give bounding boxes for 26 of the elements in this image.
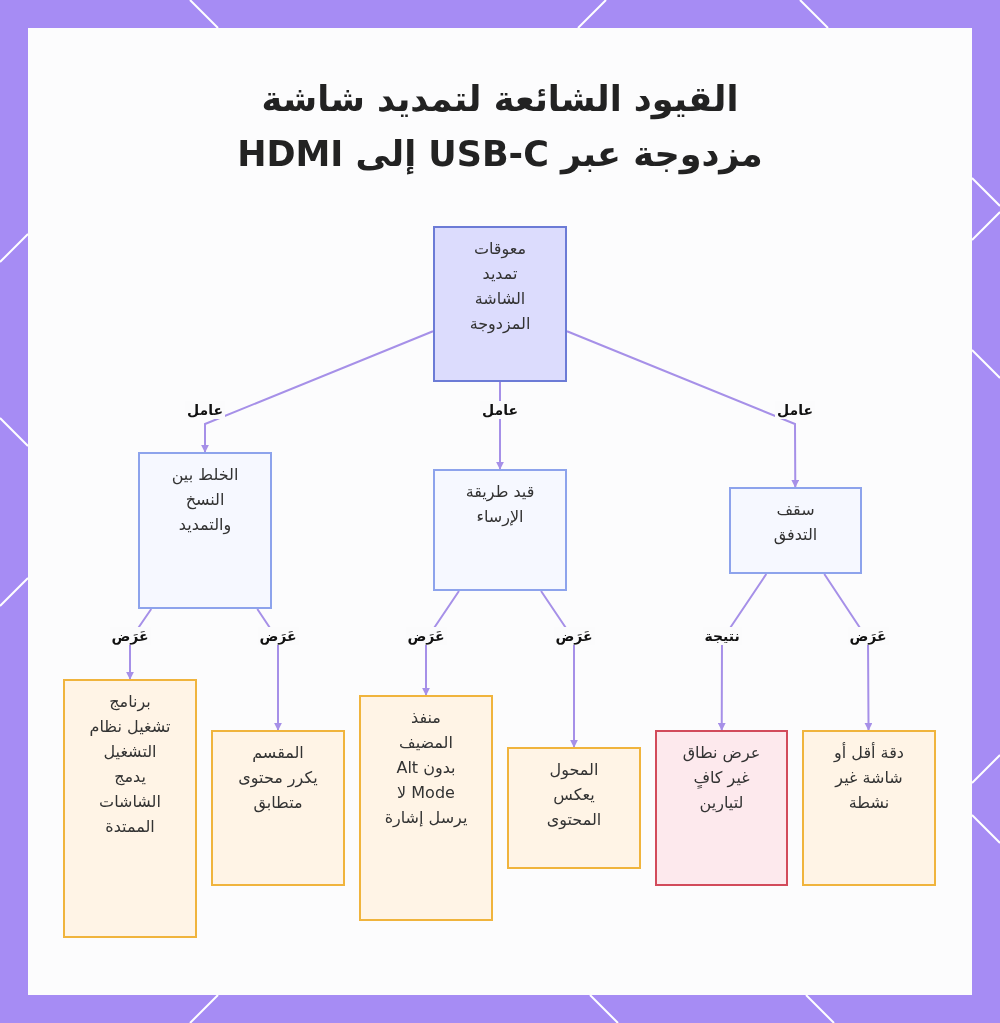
result-box: عرض نطاق غير كافٍ لتيارين [655, 730, 788, 886]
arrow [823, 573, 873, 731]
symptom-box: المقسم يكرر محتوى متطابق [211, 730, 345, 886]
factor-box: قيد طريقة الإرساء [433, 469, 567, 591]
edge-label: عَرَض [405, 627, 447, 645]
root-box: معوقات تمديد الشاشة المزدوجة [433, 226, 567, 382]
arrow [717, 573, 768, 731]
factor-box: الخلط بين النسخ والتمديد [138, 452, 272, 609]
symptom-box: دقة أقل أو شاشة غير نشطة [802, 730, 936, 886]
symptom-box: برنامج تشغيل نظام التشغيل يدمج الشاشات الممتدة [63, 679, 197, 938]
arrow [422, 590, 460, 696]
edge-label: عَرَض [109, 627, 151, 645]
symptom-box: المحول يعكس المحتوى [507, 747, 641, 869]
edge-label: عامل [480, 401, 520, 419]
edge-label: نتيجة [702, 627, 742, 645]
factor-box: سقف التدفق [729, 487, 862, 574]
edge-label: عَرَض [847, 627, 889, 645]
arrow [201, 330, 434, 453]
symptom-box: منفذ المضيف بدون Alt Mode لا يرسل إشارة [359, 695, 493, 921]
edge-label: عَرَض [257, 627, 299, 645]
arrow [566, 330, 800, 488]
edge-label: عَرَض [553, 627, 595, 645]
edge-label: عامل [185, 401, 225, 419]
edge-label: عامل [775, 401, 815, 419]
arrow [540, 590, 578, 748]
title: القيود الشائعة لتمديد شاشة مزدوجة عبر USB-C إلى HDMI [236, 78, 764, 177]
